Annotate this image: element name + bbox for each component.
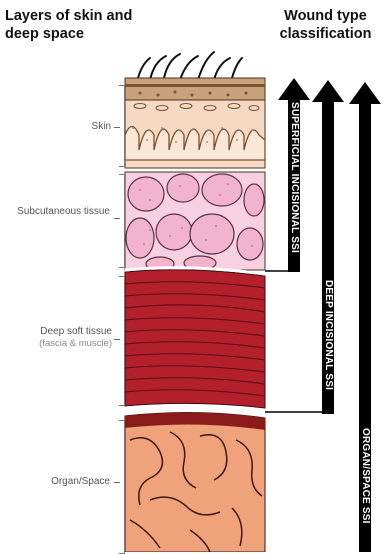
muscle-layer (125, 270, 265, 408)
epidermis-layer (125, 78, 265, 100)
hair-strands (138, 52, 242, 80)
label-deep-soft-main: Deep soft tissue (40, 326, 112, 337)
label-deep-soft-tissue: Deep soft tissue (fascia & muscle) (4, 326, 112, 350)
label-subcutaneous: Subcutaneous tissue (10, 206, 110, 218)
label-deep-soft-note: (fascia & muscle) (39, 338, 112, 349)
label-deep-ssi: DEEP INCISIONAL SSI (322, 280, 334, 390)
bracket-deep-soft (119, 276, 125, 406)
label-organ-ssi: ORGAN/SPACE SSI (359, 428, 371, 524)
label-organ-space: Organ/Space (10, 476, 110, 488)
bracket-organ-space (119, 420, 125, 554)
bracket-subcutaneous (119, 174, 125, 268)
label-superficial-ssi: SUPERFICIAL INCISIONAL SSI (288, 102, 300, 253)
bracket-skin (119, 85, 125, 167)
label-skin: Skin (55, 121, 111, 133)
